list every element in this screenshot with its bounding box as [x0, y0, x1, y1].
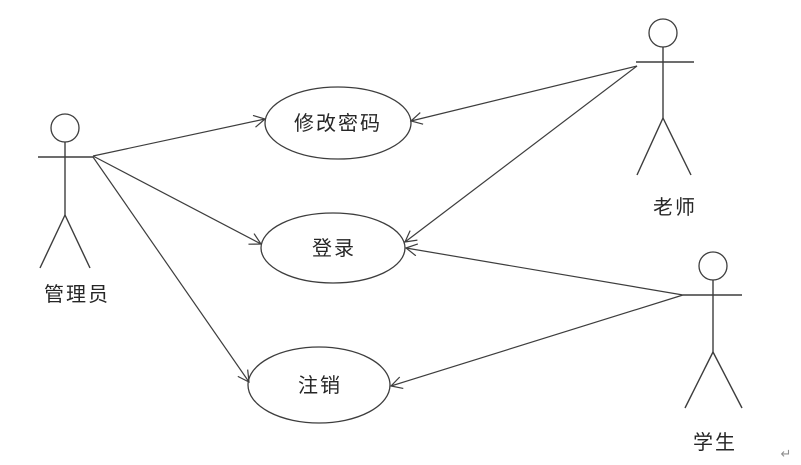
- actor-label-teacher: 老师: [653, 196, 697, 219]
- association-admin-login: [92, 155, 261, 244]
- actor-head: [648, 18, 678, 48]
- actor-left-leg: [684, 351, 714, 409]
- actor-right-leg: [662, 117, 692, 176]
- actor-left-leg: [636, 117, 664, 176]
- actor-head: [50, 113, 80, 143]
- actor-head: [698, 251, 728, 281]
- actor-right-leg: [64, 214, 91, 269]
- use-case-label-login: 登录: [312, 237, 356, 260]
- association-admin-logout: [92, 156, 249, 382]
- association-teacher-login: [405, 65, 638, 242]
- actor-left-leg: [39, 214, 66, 269]
- actor-label-student: 学生: [693, 431, 737, 454]
- use-case-label-logout: 注销: [298, 374, 342, 397]
- actor-admin: [38, 113, 93, 269]
- association-admin-change-password: [92, 119, 265, 157]
- use-case-label-change-password: 修改密码: [294, 112, 382, 135]
- associations: [92, 65, 684, 386]
- paragraph-mark: ↵: [781, 447, 792, 462]
- association-student-login: [406, 248, 684, 296]
- association-student-logout: [391, 294, 684, 386]
- actor-student: [683, 251, 743, 409]
- association-teacher-change-password: [411, 65, 638, 121]
- actor-teacher: [636, 18, 694, 176]
- actor-label-admin: 管理员: [44, 283, 110, 306]
- actor-right-leg: [712, 351, 743, 409]
